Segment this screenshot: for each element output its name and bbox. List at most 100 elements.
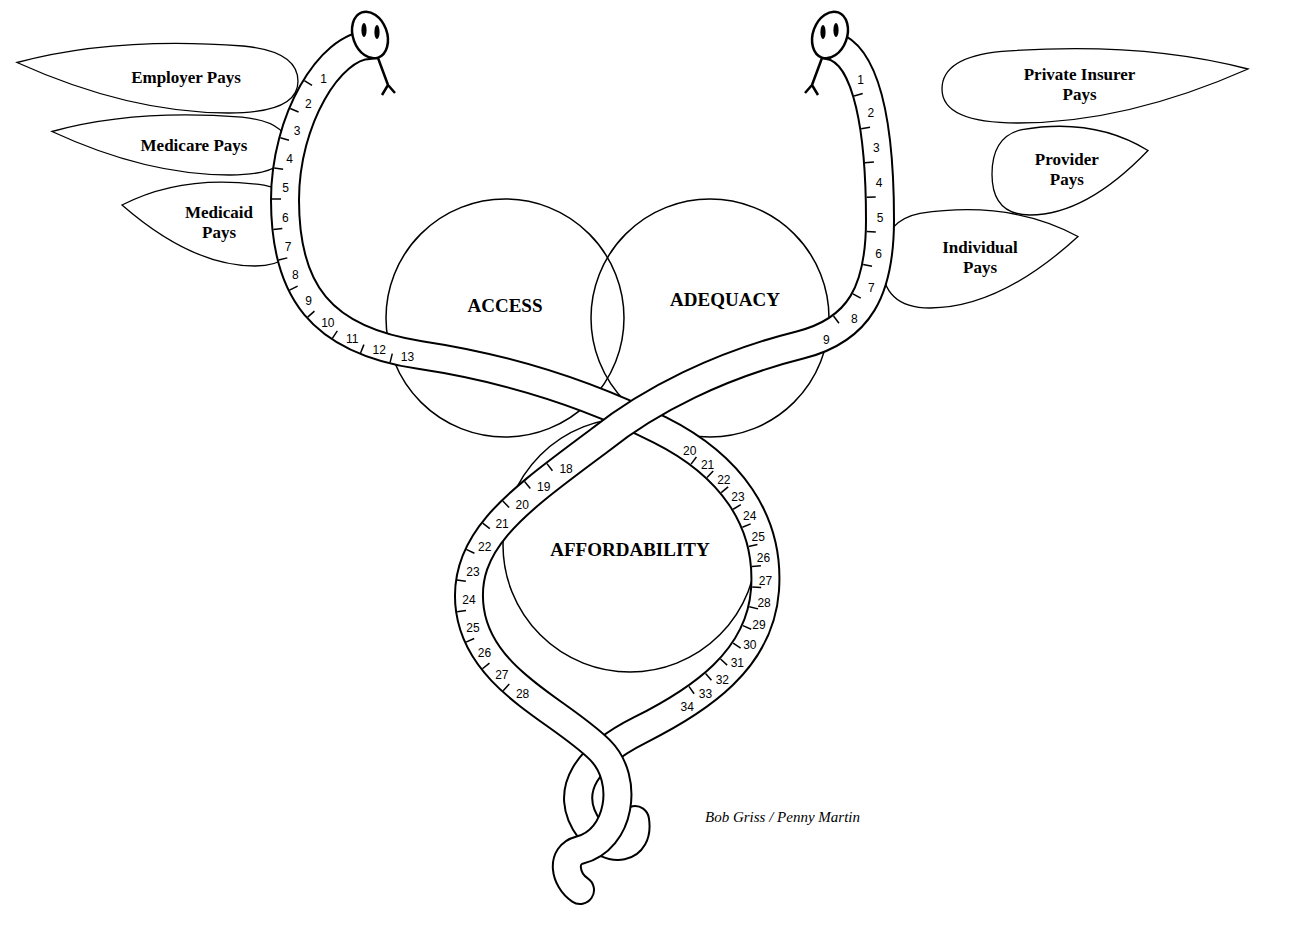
scale-number: 34 [681,701,694,713]
ruler-tick [361,345,364,353]
scale-number: 21 [701,459,714,471]
wing-feather: Employer Pays [15,40,300,115]
scale-number: 27 [495,669,508,681]
snake-head [805,7,854,95]
payer-label: Individual Pays [930,238,1030,277]
ruler-tick [854,93,863,96]
snake-head [346,7,395,95]
ruler-tick [466,638,474,642]
scale-number: 12 [372,344,385,356]
scale-number: 25 [752,531,765,543]
payer-label: Private Insurer Pays [1010,65,1150,104]
scale-number: 31 [731,657,744,669]
ruler-tick [547,464,552,471]
scale-number: 32 [716,674,729,686]
feather-line [882,210,1078,308]
scale-number: 6 [875,248,882,260]
ruler-tick [273,228,282,230]
ruler-tick [733,643,740,648]
scale-number: 9 [823,334,830,346]
wing-feather: Provider Pays [990,122,1150,217]
circle-line [386,199,624,437]
scale-number: 5 [282,182,289,194]
snake-body [469,45,880,890]
snake-eye [361,23,366,37]
snake-eye [833,23,838,37]
scale-number: 6 [282,212,289,224]
scale-number: 4 [876,177,883,189]
scale-number: 20 [516,499,529,511]
scale-number: 22 [478,541,491,553]
ruler-tick [483,523,490,529]
scale-number: 26 [757,552,770,564]
feather-line [122,182,298,266]
snake-head-outline [806,7,854,64]
scale-number: 26 [478,647,491,659]
snake-outline [469,45,880,890]
scale-number: 21 [495,518,508,530]
scale-number: 3 [873,142,880,154]
wing-feather: Individual Pays [880,205,1080,310]
scale-number: 24 [462,594,475,606]
scale-number: 8 [851,313,858,325]
scale-number: 19 [537,481,550,493]
ruler-tick [834,316,839,323]
ruler-tick [865,161,874,163]
ruler-tick [706,673,712,680]
feather-line [17,43,298,113]
ruler-tick [308,311,315,317]
scale-number: 13 [401,351,414,363]
circle-label: ACCESS [468,295,543,317]
scale-number: 2 [868,107,875,119]
payer-label: Employer Pays [131,68,241,88]
ruler-tick [482,663,489,669]
ruler-tick [457,580,466,581]
snake-belly [285,45,765,846]
ruler-tick [280,138,289,140]
scale-number: 25 [466,622,479,634]
scale-number: 4 [286,153,293,165]
ruler-tick [742,524,750,527]
ruler-tick [390,354,392,363]
scale-number: 29 [752,619,765,631]
scale-number: 28 [757,597,770,609]
scale-number: 1 [320,73,327,85]
ruler-tick [749,544,758,546]
scale-number: 1 [857,74,864,86]
scale-number: 22 [717,474,730,486]
ruler-tick [466,549,474,553]
feather-line [52,115,288,175]
wing-feather: Medicare Pays [50,112,290,177]
circle-label: AFFORDABILITY [550,539,709,561]
snake-body [285,45,765,846]
snake-tongue [805,58,822,95]
wing-feather: Private Insurer Pays [940,45,1250,125]
ruler-tick [867,196,876,198]
ruler-tick [752,565,761,567]
ruler-tick [503,684,509,691]
circle-line [503,418,757,672]
ruler-tick [707,471,713,478]
scale-number: 30 [743,639,756,651]
ruler-tick [304,81,312,86]
credit-line: Bob Griss / Penny Martin [705,809,860,826]
ruler-tick [749,607,758,609]
scale-number: 2 [305,98,312,110]
ruler-tick [853,294,861,298]
payer-label: Medicare Pays [141,136,248,156]
snake-outline [285,45,765,846]
snake-eye [820,25,825,39]
ruler-tick [721,487,728,493]
scale-number: 24 [743,510,756,522]
scale-number: 9 [305,295,312,307]
scale-number: 18 [559,463,572,475]
ruler-tick [863,264,872,266]
ruler-tick [290,286,298,290]
scale-number: 10 [321,317,334,329]
feather-line [942,49,1248,123]
scale-number: 23 [731,491,744,503]
ruler-tick [272,198,281,200]
ruler-tick [689,686,694,693]
ruler-tick [721,659,728,665]
ruler-tick [743,626,751,630]
